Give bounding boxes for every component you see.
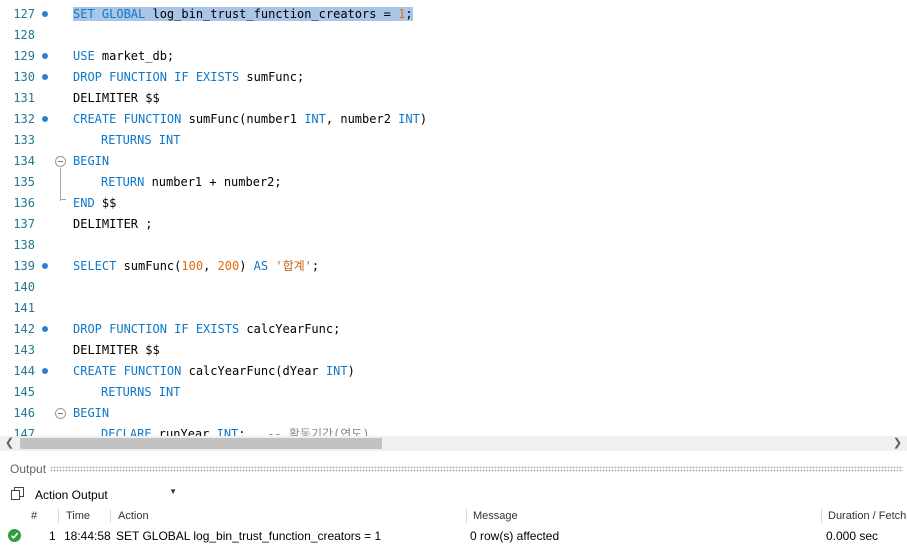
code-line-143[interactable]: 143 DELIMITER $$ bbox=[0, 340, 907, 361]
column-header-number[interactable]: # bbox=[31, 510, 38, 522]
row-time: 18:44:58 bbox=[64, 529, 111, 543]
code-line-132[interactable]: 132 CREATE FUNCTION sumFunc(number1 INT,… bbox=[0, 109, 907, 130]
statement-marker-dot[interactable] bbox=[42, 53, 48, 59]
horizontal-scrollbar[interactable]: ❮ ❯ bbox=[0, 436, 907, 451]
line-number: 144 bbox=[13, 364, 35, 378]
code-text[interactable]: RETURN number1 + number2; bbox=[101, 175, 282, 189]
line-number: 133 bbox=[13, 133, 35, 147]
column-divider[interactable] bbox=[466, 509, 467, 523]
fold-guide-end bbox=[60, 199, 66, 200]
column-divider[interactable] bbox=[821, 509, 822, 523]
code-line-135[interactable]: 135 RETURN number1 + number2; bbox=[0, 172, 907, 193]
code-text[interactable]: RETURNS INT bbox=[101, 385, 181, 399]
code-line-147[interactable]: 147 DECLARE runYear INT; -- 활동기간(연도) bbox=[0, 424, 907, 436]
line-number: 143 bbox=[13, 343, 35, 357]
code-line-128[interactable]: 128 bbox=[0, 25, 907, 46]
code-line-130[interactable]: 130 DROP FUNCTION IF EXISTS sumFunc; bbox=[0, 67, 907, 88]
code-text[interactable]: DECLARE runYear INT; -- 활동기간(연도) bbox=[101, 427, 370, 436]
line-number: 139 bbox=[13, 259, 35, 273]
code-line-145[interactable]: 145 RETURNS INT bbox=[0, 382, 907, 403]
code-text[interactable]: DROP FUNCTION IF EXISTS sumFunc; bbox=[73, 70, 305, 84]
code-line-127[interactable]: 127 SET GLOBAL log_bin_trust_function_cr… bbox=[0, 4, 907, 25]
statement-marker-dot[interactable] bbox=[42, 74, 48, 80]
action-output-table: # Time Action Message Duration / Fetch 1… bbox=[0, 507, 907, 554]
code-text[interactable]: RETURNS INT bbox=[101, 133, 181, 147]
line-number: 127 bbox=[13, 7, 35, 21]
line-number: 137 bbox=[13, 217, 35, 231]
output-panel-title: Output bbox=[10, 462, 47, 476]
copy-icon[interactable] bbox=[11, 487, 24, 500]
sql-editor[interactable]: 127 SET GLOBAL log_bin_trust_function_cr… bbox=[0, 0, 907, 436]
code-line-139[interactable]: 139 SELECT sumFunc(100, 200) AS '합계'; bbox=[0, 256, 907, 277]
line-number: 141 bbox=[13, 301, 35, 315]
output-panel-header: Output bbox=[0, 458, 907, 480]
line-number: 147 bbox=[13, 427, 35, 436]
row-duration: 0.000 sec bbox=[826, 529, 879, 543]
column-header-time[interactable]: Time bbox=[66, 510, 91, 522]
dropdown-selected-value: Action Output bbox=[35, 488, 108, 502]
code-text[interactable]: BEGIN bbox=[73, 154, 110, 168]
statement-marker-dot[interactable] bbox=[42, 326, 48, 332]
panel-grip[interactable] bbox=[50, 466, 903, 472]
code-line-141[interactable]: 141 bbox=[0, 298, 907, 319]
line-number: 136 bbox=[13, 196, 35, 210]
column-header-duration[interactable]: Duration / Fetch bbox=[828, 510, 907, 522]
success-check-icon bbox=[8, 529, 21, 542]
code-line-136[interactable]: 136 END $$ bbox=[0, 193, 907, 214]
line-number: 135 bbox=[13, 175, 35, 189]
output-type-dropdown[interactable]: Action Output ▼ bbox=[30, 484, 181, 504]
output-toolbar: Action Output ▼ bbox=[0, 482, 907, 506]
code-line-129[interactable]: 129 USE market_db; bbox=[0, 46, 907, 67]
chevron-down-icon: ▼ bbox=[169, 487, 177, 496]
column-divider[interactable] bbox=[58, 509, 59, 523]
code-line-137[interactable]: 137 DELIMITER ; bbox=[0, 214, 907, 235]
line-number: 132 bbox=[13, 112, 35, 126]
code-text[interactable]: DELIMITER ; bbox=[73, 217, 153, 231]
code-line-144[interactable]: 144 CREATE FUNCTION calcYearFunc(dYear I… bbox=[0, 361, 907, 382]
code-line-133[interactable]: 133 RETURNS INT bbox=[0, 130, 907, 151]
statement-marker-dot[interactable] bbox=[42, 11, 48, 17]
row-number: 1 bbox=[49, 529, 56, 543]
statement-marker-dot[interactable] bbox=[42, 263, 48, 269]
code-line-140[interactable]: 140 bbox=[0, 277, 907, 298]
line-number: 145 bbox=[13, 385, 35, 399]
code-line-142[interactable]: 142 DROP FUNCTION IF EXISTS calcYearFunc… bbox=[0, 319, 907, 340]
column-divider[interactable] bbox=[110, 509, 111, 523]
line-number: 131 bbox=[13, 91, 35, 105]
code-text[interactable]: SELECT sumFunc(100, 200) AS '합계'; bbox=[73, 259, 320, 273]
code-text[interactable]: SET GLOBAL log_bin_trust_function_creato… bbox=[73, 7, 413, 21]
statement-marker-dot[interactable] bbox=[42, 368, 48, 374]
scroll-right-arrow-icon[interactable]: ❯ bbox=[892, 437, 903, 449]
code-line-134[interactable]: 134 BEGIN bbox=[0, 151, 907, 172]
fold-collapse-icon[interactable] bbox=[55, 156, 66, 167]
line-number: 146 bbox=[13, 406, 35, 420]
line-number: 128 bbox=[13, 28, 35, 42]
code-text[interactable]: BEGIN bbox=[73, 406, 110, 420]
fold-guide-line bbox=[60, 168, 61, 201]
code-line-138[interactable]: 138 bbox=[0, 235, 907, 256]
line-number: 129 bbox=[13, 49, 35, 63]
scroll-left-arrow-icon[interactable]: ❮ bbox=[4, 437, 15, 449]
code-text[interactable]: CREATE FUNCTION sumFunc(number1 INT, num… bbox=[73, 112, 428, 126]
code-text[interactable]: DELIMITER $$ bbox=[73, 91, 160, 105]
line-number: 130 bbox=[13, 70, 35, 84]
code-line-131[interactable]: 131 DELIMITER $$ bbox=[0, 88, 907, 109]
row-message: 0 row(s) affected bbox=[470, 529, 560, 543]
statement-marker-dot[interactable] bbox=[42, 116, 48, 122]
fold-collapse-icon[interactable] bbox=[55, 408, 66, 419]
line-number: 140 bbox=[13, 280, 35, 294]
code-text[interactable]: CREATE FUNCTION calcYearFunc(dYear INT) bbox=[73, 364, 355, 378]
row-action: SET GLOBAL log_bin_trust_function_creato… bbox=[116, 529, 382, 543]
code-line-146[interactable]: 146 BEGIN bbox=[0, 403, 907, 424]
line-number: 134 bbox=[13, 154, 35, 168]
code-text[interactable]: USE market_db; bbox=[73, 49, 175, 63]
column-header-message[interactable]: Message bbox=[473, 510, 518, 522]
line-number: 138 bbox=[13, 238, 35, 252]
code-text[interactable]: DELIMITER $$ bbox=[73, 343, 160, 357]
column-header-action[interactable]: Action bbox=[118, 510, 149, 522]
line-number: 142 bbox=[13, 322, 35, 336]
code-text[interactable]: END $$ bbox=[73, 196, 117, 210]
scrollbar-thumb[interactable] bbox=[20, 438, 382, 449]
code-text[interactable]: DROP FUNCTION IF EXISTS calcYearFunc; bbox=[73, 322, 341, 336]
